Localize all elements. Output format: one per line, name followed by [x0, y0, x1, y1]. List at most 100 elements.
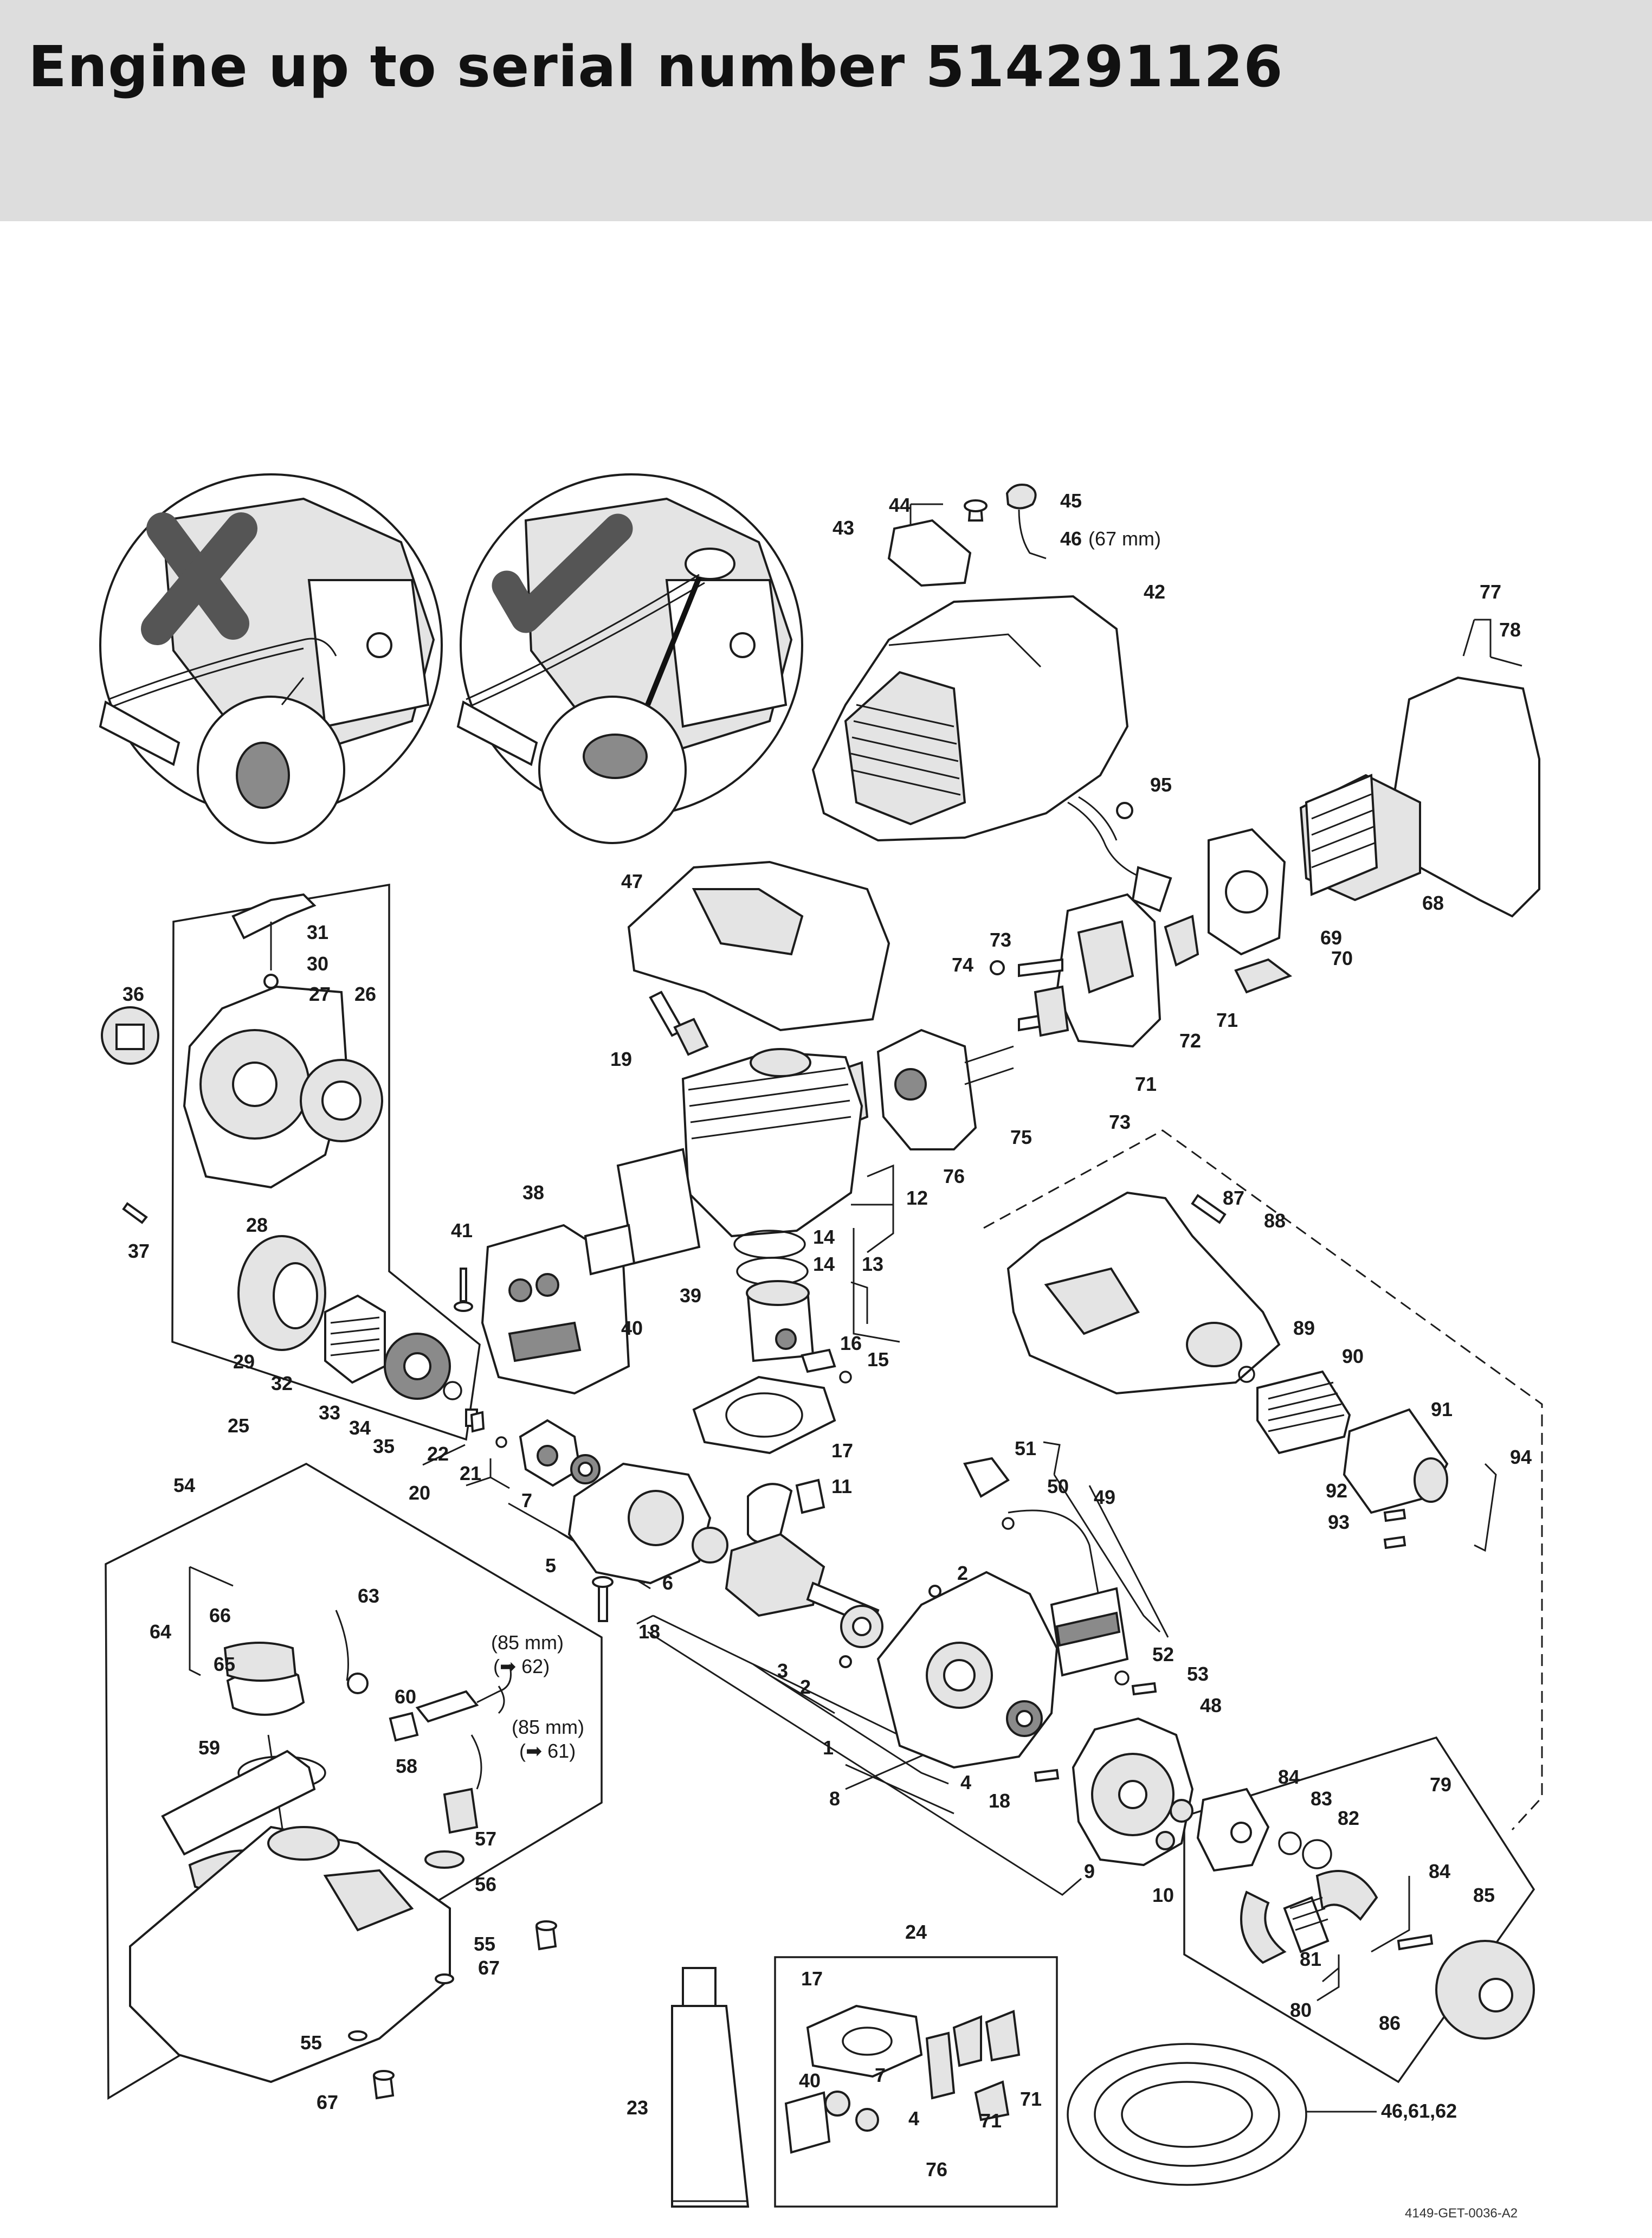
callout-77: 77	[1480, 581, 1501, 603]
callout-37: 37	[128, 1240, 150, 1262]
callout-73a: 73	[990, 929, 1011, 951]
callout-61-ref: (➡ 61)	[519, 1740, 576, 1762]
callout-56: 56	[475, 1873, 496, 1895]
part-fuel-tank	[129, 1610, 557, 2100]
part-starter-grip	[231, 893, 317, 989]
callout-84a: 84	[1278, 1766, 1300, 1788]
callout-19: 19	[610, 1048, 632, 1070]
part-filter-cover	[1208, 676, 1540, 994]
callout-36: 36	[122, 983, 144, 1005]
callout-73b: 73	[1109, 1111, 1131, 1133]
callout-63: 63	[358, 1585, 379, 1607]
callout-50: 50	[1047, 1475, 1069, 1497]
callout-94: 94	[1510, 1446, 1532, 1468]
callout-26: 26	[354, 983, 376, 1005]
callout-20: 20	[409, 1482, 430, 1504]
callout-76a: 76	[943, 1165, 965, 1187]
callout-13: 13	[862, 1253, 883, 1275]
muffler-cover-group-frame	[983, 1129, 1543, 1831]
callout-47: 47	[621, 870, 643, 892]
callout-55a: 55	[474, 1933, 495, 1955]
callout-43: 43	[833, 517, 854, 539]
callout-75: 75	[1010, 1126, 1032, 1148]
callout-4b: 4	[908, 2107, 919, 2130]
callout-78: 78	[1499, 619, 1521, 641]
callout-18a: 18	[638, 1620, 660, 1643]
callout-48: 48	[1200, 1694, 1222, 1716]
part-spark-plug	[649, 991, 709, 1056]
callout-95: 95	[1150, 774, 1172, 796]
callout-76b: 76	[926, 2158, 947, 2181]
callout-34: 34	[349, 1417, 371, 1439]
callout-82: 82	[1338, 1807, 1359, 1829]
callout-25: 25	[228, 1414, 249, 1437]
callout-7a: 7	[521, 1489, 532, 1512]
callout-12: 12	[906, 1187, 928, 1209]
callout-31: 31	[307, 921, 328, 943]
part-screw-18	[592, 1576, 614, 1622]
callout-11: 11	[831, 1475, 852, 1497]
inset-correct	[456, 473, 803, 844]
part-fuel-hose-coil	[1067, 2043, 1377, 2186]
title-banner: Engine up to serial number 514291126	[0, 0, 1652, 221]
callout-labels: 44 45 43 46 (67 mm) 42 77 78 95 47 68 69…	[122, 490, 1532, 2181]
callout-66: 66	[209, 1604, 231, 1626]
callout-57: 57	[475, 1828, 496, 1850]
callout-44: 44	[889, 494, 911, 516]
callout-14a: 14	[813, 1226, 835, 1248]
part-cylinder-gasket	[692, 1375, 836, 1455]
callout-55b: 55	[300, 2031, 322, 2054]
x-icon	[141, 512, 257, 645]
callout-91: 91	[1431, 1398, 1453, 1420]
part-cover-plate	[101, 1006, 159, 1224]
callout-85: 85	[1473, 1884, 1495, 1906]
part-carburetor	[990, 893, 1199, 1048]
callout-28: 28	[246, 1214, 268, 1236]
part-spark-arrestor	[1238, 1366, 1497, 1552]
callout-46: 46	[1060, 528, 1082, 550]
callout-61-dim: (85 mm)	[512, 1716, 584, 1738]
callout-3: 3	[777, 1660, 788, 1682]
callout-52: 52	[1152, 1643, 1174, 1665]
callout-71d: 71	[1020, 2088, 1042, 2110]
part-exhaust-cover	[1006, 1191, 1281, 1395]
callout-8: 8	[829, 1787, 840, 1810]
callout-51: 51	[1015, 1437, 1036, 1459]
callout-27: 27	[309, 983, 331, 1005]
callout-40b: 40	[799, 2069, 821, 2092]
callout-2b: 2	[800, 1676, 811, 1698]
callout-16: 16	[840, 1332, 862, 1354]
callout-9: 9	[1084, 1860, 1095, 1882]
callout-67b: 67	[317, 2091, 338, 2113]
callout-4a: 4	[960, 1771, 971, 1793]
callout-88: 88	[1264, 1210, 1286, 1232]
callout-40a: 40	[621, 1317, 643, 1339]
callout-70: 70	[1331, 947, 1353, 969]
callout-90: 90	[1342, 1345, 1364, 1367]
part-nut	[1034, 1768, 1193, 1850]
callout-71b: 71	[1135, 1073, 1157, 1095]
callout-49: 49	[1094, 1486, 1115, 1508]
callout-42: 42	[1144, 581, 1165, 603]
callout-69: 69	[1320, 927, 1342, 949]
callout-68: 68	[1422, 892, 1444, 914]
part-grease-tube	[671, 1967, 750, 2208]
callout-6: 6	[662, 1572, 673, 1594]
callout-32: 32	[271, 1372, 293, 1394]
part-cylinder	[616, 1048, 863, 1265]
starter-group-frame	[171, 883, 481, 1441]
callout-17a: 17	[831, 1439, 853, 1462]
part-crankcase-half	[567, 1454, 825, 1585]
callout-41: 41	[451, 1219, 473, 1242]
callout-54: 54	[173, 1474, 195, 1496]
callout-87: 87	[1223, 1187, 1244, 1209]
callout-45: 45	[1060, 490, 1082, 512]
tank-group-frame	[105, 1463, 603, 2100]
callout-7b: 7	[875, 2064, 886, 2086]
callout-17b: 17	[801, 1967, 823, 1990]
callout-46-61-62: 46,61,62	[1381, 2100, 1457, 2122]
callout-59: 59	[198, 1737, 220, 1759]
callout-74: 74	[952, 954, 973, 976]
part-crankcase	[839, 1571, 1059, 1769]
callout-2a: 2	[957, 1562, 968, 1584]
